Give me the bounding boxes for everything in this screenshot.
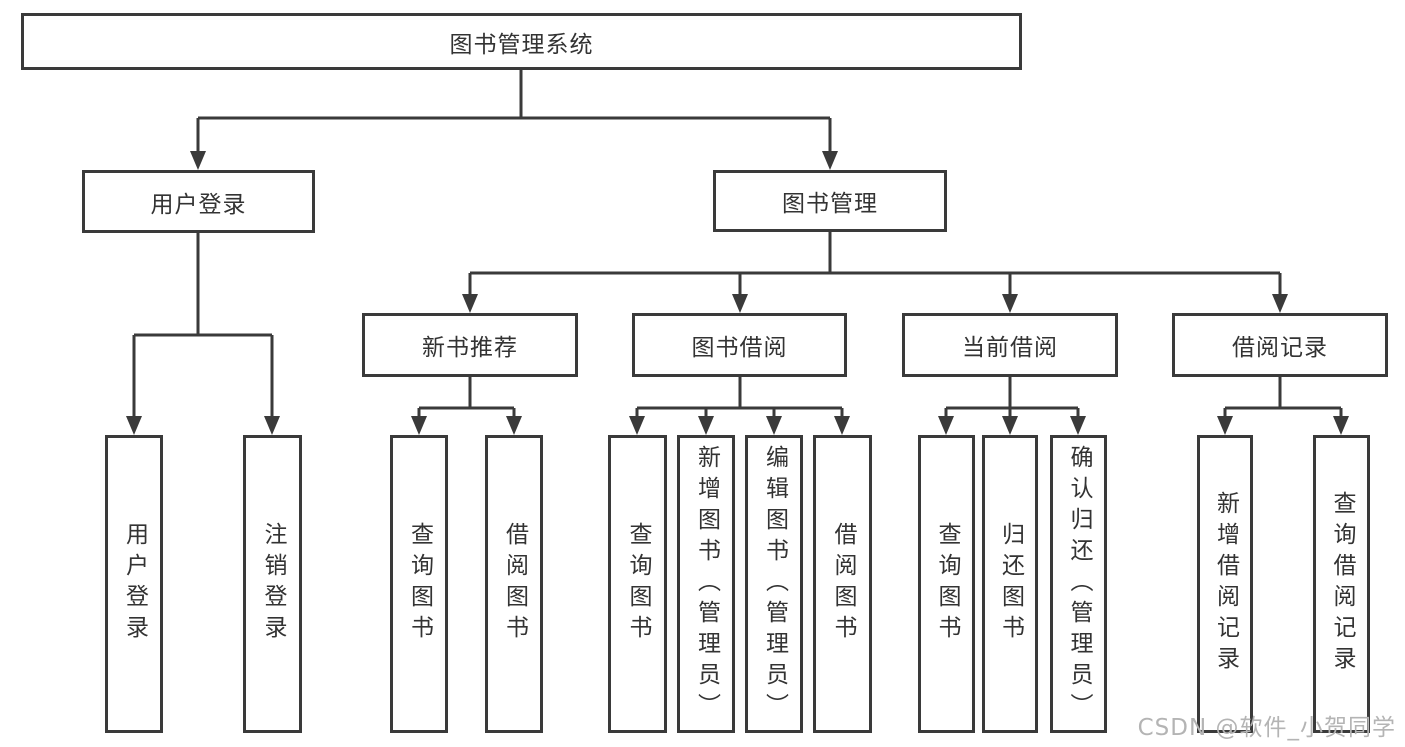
leaf-br-query-record: 查询借阅记录: [1313, 435, 1370, 733]
node-system-root: 图书管理系统: [21, 13, 1022, 70]
node-borrow-records: 借阅记录: [1172, 313, 1388, 377]
leaf-bb-add-books-admin: 新增图书（管理员）: [677, 435, 735, 733]
node-user-login: 用户登录: [82, 170, 315, 233]
csdn-watermark: CSDN @软件_小贺同学: [1137, 715, 1396, 741]
node-new-book-recommend: 新书推荐: [362, 313, 578, 377]
leaf-bb-edit-books-admin: 编辑图书（管理员）: [745, 435, 803, 733]
leaf-logout: 注销登录: [243, 435, 302, 733]
leaf-user-login: 用户登录: [105, 435, 163, 733]
leaf-nbr-query-books: 查询图书: [390, 435, 448, 733]
leaf-cb-confirm-return-admin: 确认归还（管理员）: [1050, 435, 1107, 733]
node-current-borrow: 当前借阅: [902, 313, 1118, 377]
leaf-bb-borrow-books: 借阅图书: [813, 435, 872, 733]
leaf-cb-return-books: 归还图书: [982, 435, 1038, 733]
leaf-nbr-borrow-books: 借阅图书: [485, 435, 543, 733]
leaf-cb-query-books: 查询图书: [918, 435, 975, 733]
node-book-borrow: 图书借阅: [632, 313, 847, 377]
leaf-br-add-record: 新增借阅记录: [1197, 435, 1253, 733]
node-book-management: 图书管理: [713, 170, 947, 232]
leaf-bb-query-books: 查询图书: [608, 435, 667, 733]
